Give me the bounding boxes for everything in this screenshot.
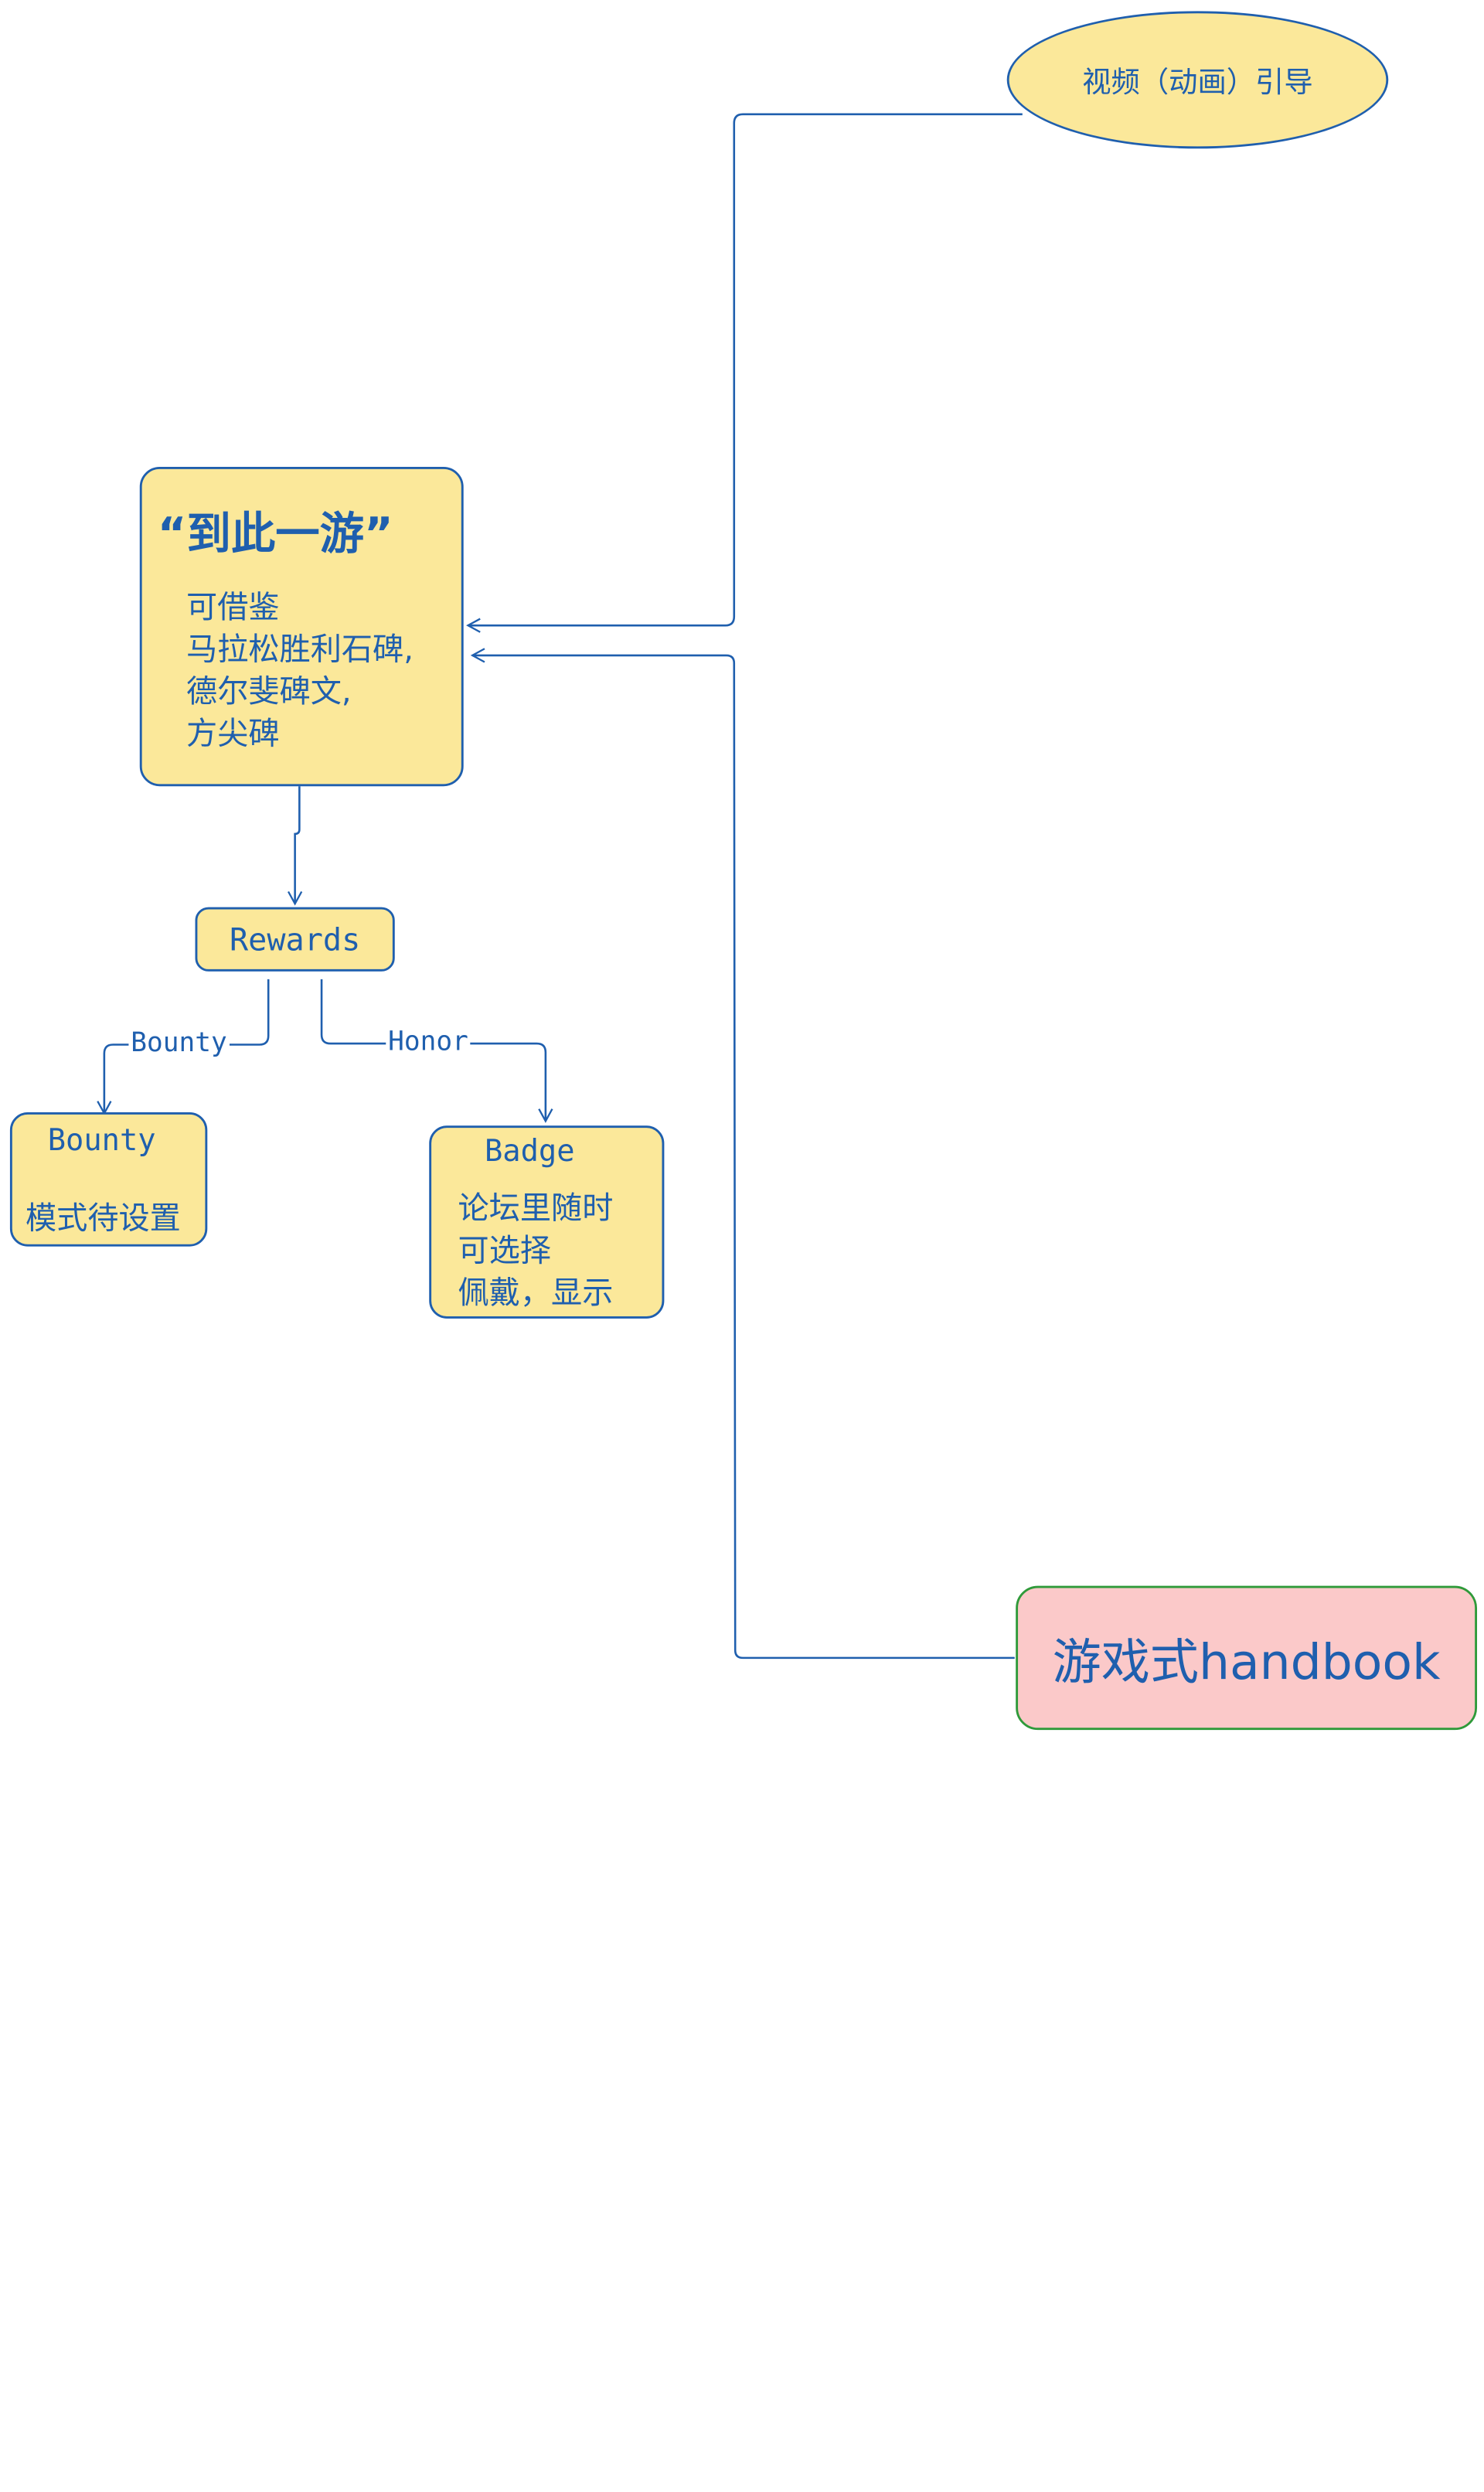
main-card-line: 马拉松胜利石碑,	[186, 631, 414, 668]
badge-title: Badge	[484, 1134, 575, 1169]
main-card-line: 德尔斐碑文,	[186, 672, 352, 710]
edge-label-honor: Honor	[386, 1026, 471, 1057]
video-guide-label: 视频（动画）引导	[1082, 66, 1313, 100]
badge-line: 可选择	[458, 1231, 552, 1269]
bounty-node[interactable]: Bounty 模式待设置	[9, 1112, 208, 1247]
main-card-body: 可借鉴 马拉松胜利石碑, 德尔斐碑文, 方尖碑	[186, 587, 414, 755]
badge-node[interactable]: Badge 论坛里随时 可选择 佩戴，显示	[429, 1125, 665, 1319]
video-guide-node[interactable]: 视频（动画）引导	[1006, 11, 1389, 149]
badge-line: 论坛里随时	[458, 1190, 614, 1227]
edge-label-bounty: Bounty	[128, 1026, 230, 1058]
rewards-label: Rewards	[229, 921, 361, 958]
connector-main-to-rewards	[288, 786, 303, 906]
connector-handbook-to-main	[470, 648, 1015, 1660]
handbook-label: 游戏式handbook	[1052, 1634, 1441, 1691]
main-card-node[interactable]: “到此一游” 可借鉴 马拉松胜利石碑, 德尔斐碑文, 方尖碑	[139, 467, 464, 787]
connector-video-to-main	[466, 113, 1023, 633]
bounty-title: Bounty	[47, 1123, 156, 1158]
bounty-body: 模式待设置	[25, 1200, 181, 1237]
main-card-line: 方尖碑	[186, 715, 280, 752]
connector-layer	[97, 113, 1023, 1660]
main-card-line: 可借鉴	[186, 588, 280, 626]
badge-body: 论坛里随时 可选择 佩戴，显示	[458, 1188, 614, 1315]
main-card-title: “到此一游”	[157, 509, 393, 560]
handbook-node[interactable]: 游戏式handbook	[1016, 1585, 1478, 1731]
rewards-node[interactable]: Rewards	[195, 907, 395, 972]
badge-line: 佩戴，显示	[458, 1274, 614, 1311]
